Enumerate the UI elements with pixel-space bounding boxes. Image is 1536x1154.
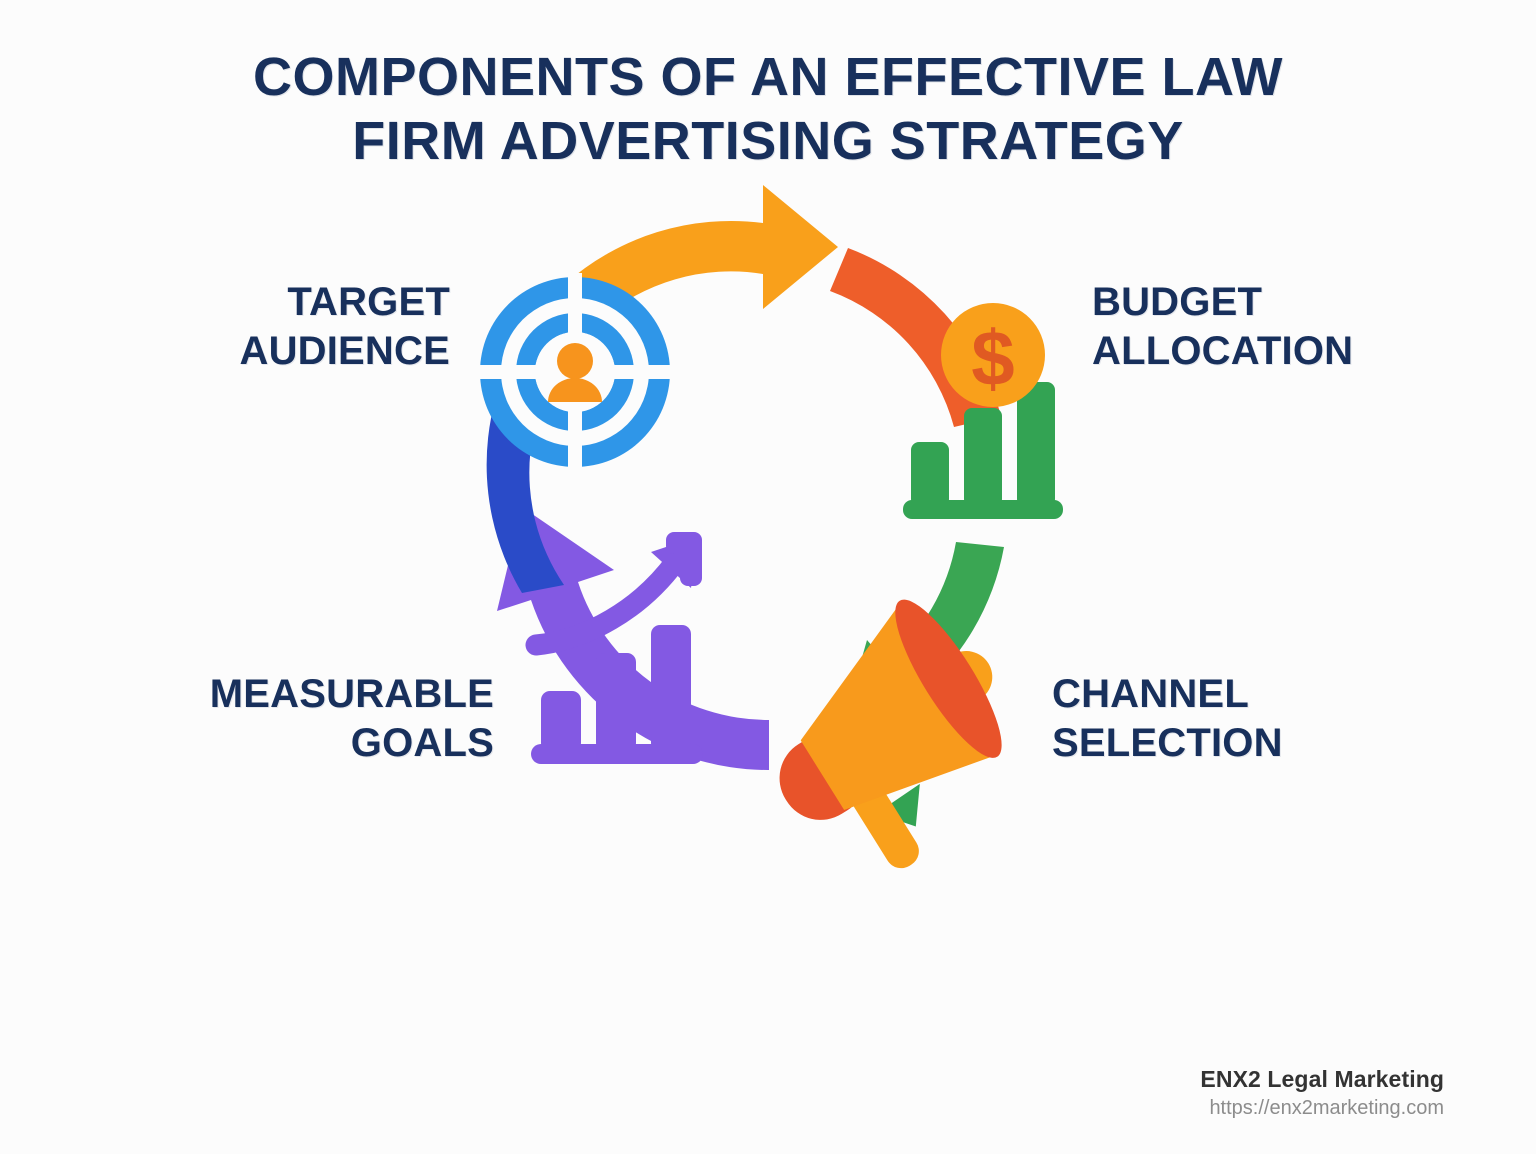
dollar-coin-icon: $ [941, 303, 1045, 407]
growth-arrow-curve [525, 550, 687, 656]
megaphone-rim [895, 599, 1002, 758]
footer-branding: ENX2 Legal Marketing https://enx2marketi… [1200, 1064, 1444, 1122]
node-label-budget-allocation: BUDGET ALLOCATION [1092, 280, 1354, 373]
cycle-diagram: $ [0, 170, 1536, 870]
budget-allocation-icon: $ [903, 303, 1063, 519]
node-label-target-audience: TARGET AUDIENCE [239, 280, 450, 373]
arc-purple-segment [497, 507, 769, 771]
megaphone-icon [779, 599, 1002, 869]
arc-orange-segment [564, 185, 838, 322]
green-bar-chart-icon [903, 382, 1063, 519]
cycle-diagram-svg: $ [476, 185, 1063, 869]
footer-brand-name: ENX2 Legal Marketing [1200, 1065, 1444, 1092]
growth-bar-chart-arrow-icon [525, 532, 703, 764]
page-title: COMPONENTS OF AN EFFECTIVE LAW FIRM ADVE… [252, 47, 1283, 171]
footer-website-url[interactable]: https://enx2marketing.com [1209, 1097, 1444, 1119]
svg-text:$: $ [971, 314, 1014, 402]
node-label-measurable-goals: MEASURABLE GOALS [209, 672, 494, 765]
megaphone-cone [800, 602, 997, 810]
target-audience-icon [476, 273, 674, 471]
node-label-channel-selection: CHANNEL SELECTION [1052, 672, 1283, 765]
